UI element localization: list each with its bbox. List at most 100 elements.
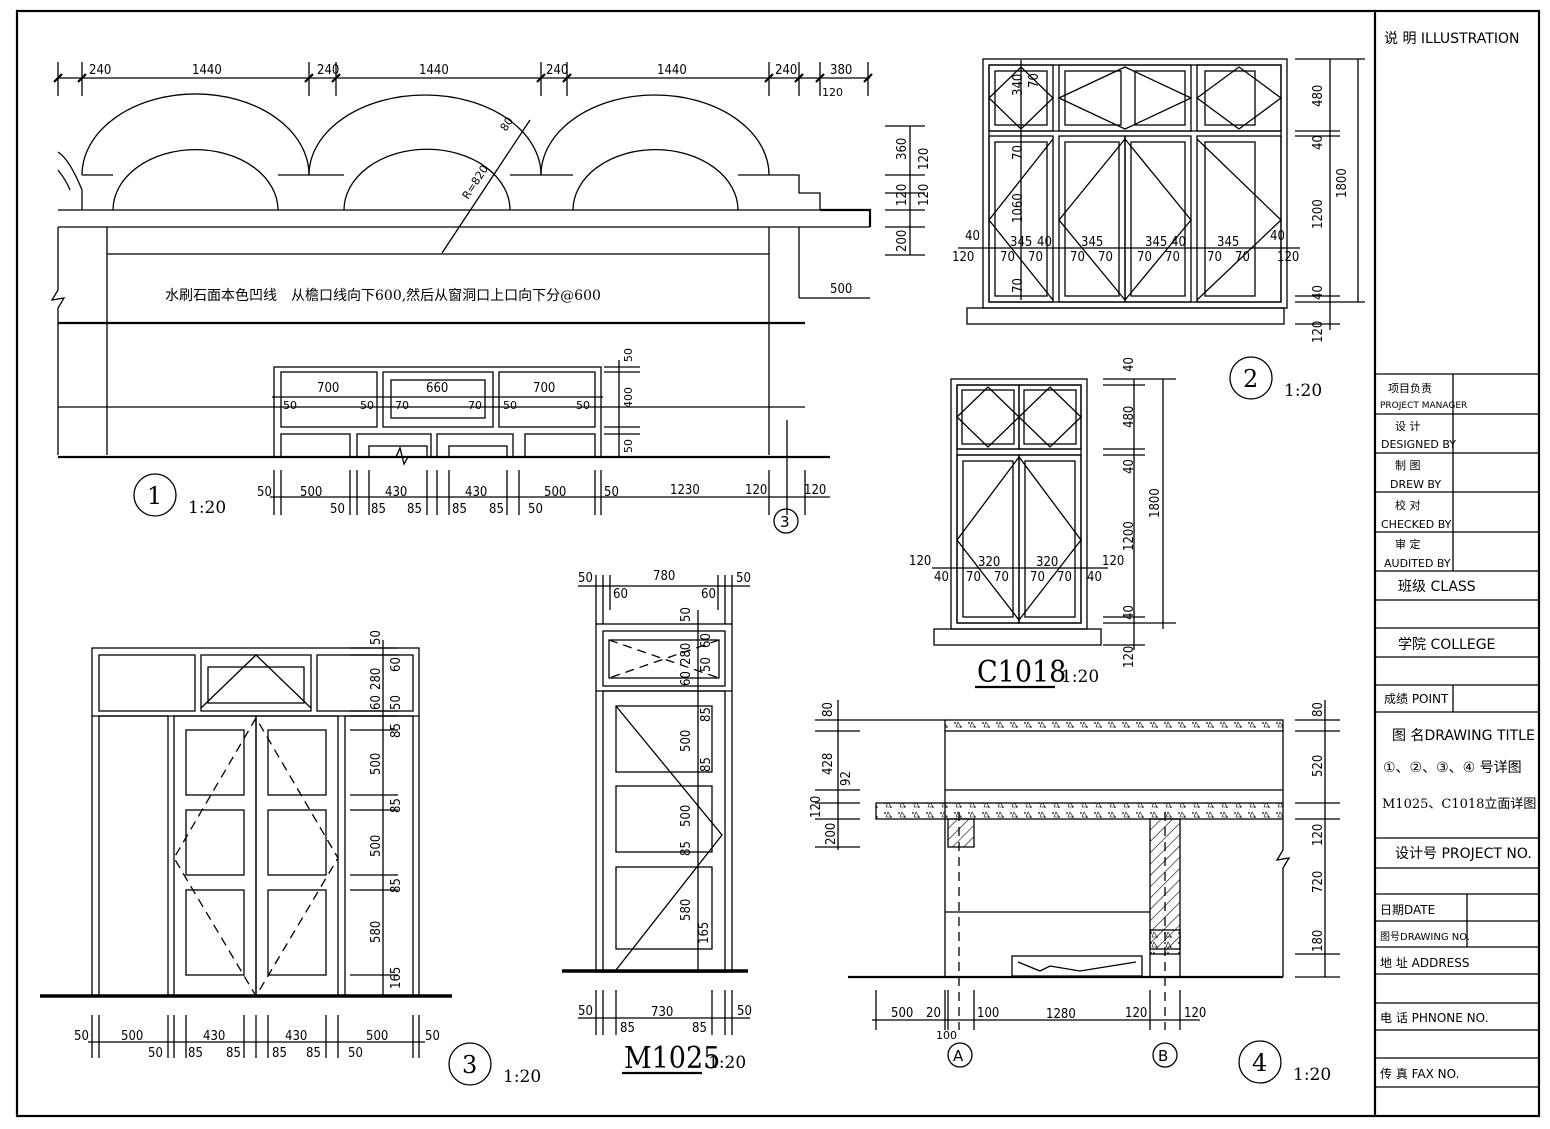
address-label: 地 址 ADDRESS: [1380, 956, 1469, 970]
d4-rv-180: 180: [1311, 930, 1326, 952]
d2-hs-70g: 70: [1207, 250, 1222, 265]
m1025-v-50b: 50: [699, 657, 714, 672]
m1025-top-780: 780: [653, 569, 675, 584]
d3-v-85a: 85: [389, 723, 404, 738]
m1025-v-85c: 85: [679, 841, 694, 856]
project-manager-cn: 项目负责: [1388, 381, 1432, 395]
d1-bs-5: 85: [489, 502, 504, 517]
m1025-b-730: 730: [651, 1005, 673, 1020]
c1018-v-40b: 40: [1122, 459, 1137, 474]
m1025-b-50b: 50: [737, 1004, 752, 1019]
m1025-v-500a: 500: [679, 730, 694, 752]
date-label: 日期DATE: [1380, 903, 1435, 917]
c1018-v-1800: 1800: [1148, 488, 1163, 518]
d1-arc-width: 80: [498, 115, 517, 134]
d2-number: 2: [1243, 365, 1258, 393]
d1-win-v2: 400: [622, 387, 635, 408]
d3-v-500a: 500: [369, 753, 384, 775]
d1-top-dim-6: 1440: [657, 63, 687, 78]
d2-rv-1800: 1800: [1335, 168, 1350, 198]
m1025-bs-85b: 85: [692, 1021, 707, 1036]
d3-b-50b: 50: [425, 1029, 440, 1044]
d1-radius: R=820: [460, 163, 492, 202]
point-label: 成绩 POINT: [1384, 692, 1449, 706]
d1-bs-1: 50: [330, 502, 345, 517]
m1025-top-60a: 60: [613, 587, 628, 602]
d3-number: 3: [462, 1051, 477, 1079]
d1-top-dim-8: 380: [830, 63, 852, 78]
m1025-top-50b: 50: [736, 571, 751, 586]
d2-h-40b: 40: [1037, 235, 1052, 250]
d1-win-sub-2: 50: [360, 399, 374, 412]
d4-lv-200: 200: [824, 823, 839, 845]
d2-h-40a: 40: [965, 229, 980, 244]
designed-en: DESIGNED BY: [1381, 438, 1456, 451]
d3-v-280: 280: [369, 668, 384, 690]
drew-en: DREW BY: [1390, 478, 1441, 491]
illustration-label: 说 明 ILLUSTRATION: [1384, 31, 1519, 47]
d4-b-500: 500: [891, 1006, 913, 1021]
d3-v-85c: 85: [389, 878, 404, 893]
d3-bs-6: 50: [348, 1046, 363, 1061]
m1025-v-60b: 60: [679, 671, 694, 686]
m1025-b-50a: 50: [578, 1004, 593, 1019]
d1-b-500b: 500: [544, 485, 566, 500]
d3-bs-4: 85: [272, 1046, 287, 1061]
d1-win-v1: 50: [622, 348, 635, 362]
d1-top-dim-1: 240: [89, 63, 111, 78]
d1-b-430b: 430: [465, 485, 487, 500]
drawing-title-line2: M1025、C1018立面详图: [1382, 797, 1536, 812]
drawing-title-line1: ①、②、③、④ 号详图: [1383, 760, 1522, 776]
d1-b-50b: 50: [604, 485, 619, 500]
d4-rv-720: 720: [1311, 871, 1326, 893]
drew-cn: 制 图: [1395, 459, 1421, 472]
m1025-v-60a: 60: [699, 633, 714, 648]
d4-b-120a: 120: [1125, 1006, 1147, 1021]
m1025-v-85a: 85: [699, 707, 714, 722]
m1025-v-500b: 500: [679, 805, 694, 827]
d1-b-120b: 120: [804, 483, 826, 498]
d1-scale: 1:20: [188, 498, 226, 518]
audited-cn: 审 定: [1395, 537, 1421, 551]
d2-v-340: 340: [1011, 74, 1026, 96]
m1025-label: M1025: [624, 1041, 720, 1076]
drawing-title-label: 图 名DRAWING TITLE: [1392, 728, 1535, 744]
d3-v-50a: 50: [369, 630, 384, 645]
d1-b-50a: 50: [257, 485, 272, 500]
c1018-window: 120 320 320 120 40 70 70 70 70 40 40 480…: [909, 357, 1176, 690]
d1-v-200: 200: [895, 230, 910, 252]
d2-hs-70a: 70: [1000, 250, 1015, 265]
m1025-top-60b: 60: [701, 587, 716, 602]
c1018-h-320b: 320: [1036, 555, 1058, 570]
d1-top-dim-2: 1440: [192, 63, 222, 78]
d2-hs-70d: 70: [1098, 250, 1113, 265]
d3-v-60a: 60: [389, 657, 404, 672]
d3-v-85b: 85: [389, 798, 404, 813]
d1-top-dim-7: 240: [775, 63, 797, 78]
d2-h-40c: 40: [1171, 235, 1186, 250]
d4-b-100: 100: [977, 1006, 999, 1021]
d2-hs-120b: 120: [1277, 250, 1299, 265]
fax-label: 传 真 FAX NO.: [1380, 1066, 1459, 1081]
d3-v-580: 580: [369, 921, 384, 943]
c1018-scale: 1:20: [1061, 667, 1099, 687]
d1-axis-3: 3: [780, 513, 790, 531]
d4-b-1280: 1280: [1046, 1007, 1076, 1022]
c1018-v-40a: 40: [1122, 357, 1137, 372]
d4-axis-a: A: [953, 1047, 964, 1065]
d3-b-500b: 500: [366, 1029, 388, 1044]
m1025-v-580: 580: [679, 899, 694, 921]
d4-b-20: 20: [926, 1006, 941, 1021]
d2-h-345b: 345: [1081, 235, 1103, 250]
c1018-hs-70d: 70: [1057, 570, 1072, 585]
checked-cn: 校 对: [1395, 498, 1421, 512]
d4-lv-80: 80: [821, 702, 836, 717]
class-label: 班级 CLASS: [1398, 579, 1476, 595]
d2-v-70a: 70: [1027, 73, 1042, 88]
d2-scale: 1:20: [1284, 381, 1322, 401]
d1-win-sub-3: 70: [395, 399, 409, 412]
d4-lv-92: 92: [839, 771, 854, 786]
m1025-scale: 1:20: [708, 1053, 746, 1073]
d3-b-430b: 430: [285, 1029, 307, 1044]
